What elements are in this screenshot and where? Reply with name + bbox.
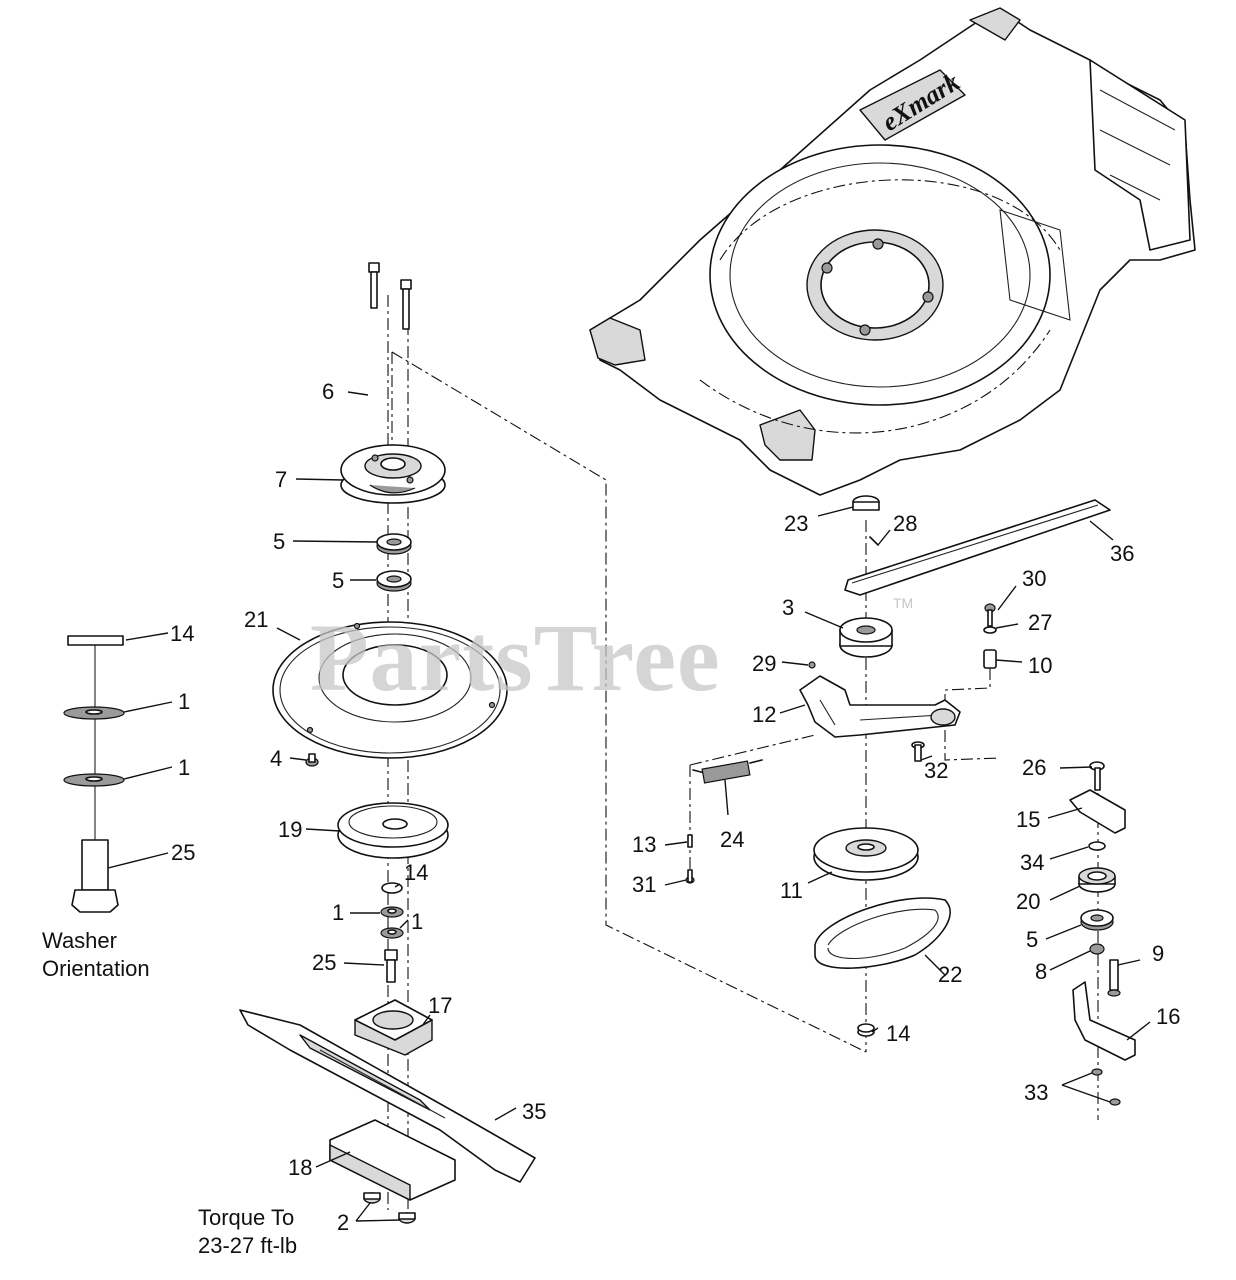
callout-21: 21: [244, 607, 268, 632]
callout-1-inset-b: 1: [178, 755, 190, 780]
bolt-25: [384, 949, 398, 983]
pin-26: [1089, 761, 1105, 791]
mower-deck: eXmark: [589, 7, 1196, 496]
callout-24: 24: [720, 827, 744, 852]
callout-4: 4: [270, 746, 282, 771]
bracket-16: [1072, 981, 1136, 1061]
callout-1b: 1: [411, 909, 423, 934]
nut-29: [808, 661, 816, 669]
callout-25-inset: 25: [171, 840, 195, 865]
callout-31: 31: [632, 872, 656, 897]
callout-14-inset: 14: [170, 621, 194, 646]
spindle-stack: [239, 262, 536, 1224]
bolt-31: [685, 869, 695, 884]
spring-24: [692, 759, 763, 784]
callout-10: 10: [1028, 653, 1052, 678]
bracket-stack: [1069, 761, 1136, 1120]
callout-3: 3: [782, 595, 794, 620]
callout-numbers: 6 7 5 5 21 4 19 14 1 1 25 17 35 18 2 14 …: [170, 379, 1180, 1235]
callout-28: 28: [893, 511, 917, 536]
washer-34: [1088, 841, 1106, 851]
callout-8: 8: [1035, 959, 1047, 984]
torque-note-line2: 23-27 ft-lb: [198, 1233, 297, 1258]
spindle-housing-7: [340, 444, 446, 504]
plate-21: [272, 621, 508, 759]
nut-33-b: [1109, 1098, 1121, 1106]
belt-36: [844, 499, 1111, 596]
idler-pulley-3: [839, 617, 893, 658]
washer-note-line2: Orientation: [42, 956, 150, 981]
watermark-tm: TM: [893, 595, 913, 611]
callout-33: 33: [1024, 1080, 1048, 1105]
callout-9: 9: [1152, 941, 1164, 966]
callout-30: 30: [1022, 566, 1046, 591]
bearing-5-bottom: [376, 570, 412, 592]
callout-16: 16: [1156, 1004, 1180, 1029]
callout-17: 17: [428, 993, 452, 1018]
housing-20: [1078, 867, 1116, 893]
notes: Washer Orientation Torque To 23-27 ft-lb: [42, 928, 297, 1258]
torque-note-line1: Torque To: [198, 1205, 294, 1230]
bracket-15: [1069, 789, 1126, 834]
watermark-text: PartsTree: [310, 604, 721, 711]
callout-36: 36: [1110, 541, 1134, 566]
nut-2: [363, 1192, 416, 1224]
idler-assembly: [685, 495, 1111, 1052]
washer-27: [983, 626, 997, 634]
callout-29: 29: [752, 651, 776, 676]
callout-18: 18: [288, 1155, 312, 1180]
callout-22: 22: [938, 962, 962, 987]
callout-23: 23: [784, 511, 808, 536]
idler-arm-12: [799, 675, 961, 738]
callout-26: 26: [1022, 755, 1046, 780]
callout-11: 11: [780, 878, 803, 903]
blade-35: [239, 1009, 536, 1183]
callout-5c: 5: [1026, 927, 1038, 952]
pin-28: [869, 536, 879, 546]
callout-1a: 1: [332, 900, 344, 925]
belt-22: [814, 897, 951, 969]
callout-34: 34: [1020, 850, 1044, 875]
bearing-5-top: [376, 533, 412, 555]
callout-35: 35: [522, 1099, 546, 1124]
leader-lines: [107, 391, 1151, 1222]
nut-33-a: [1091, 1068, 1103, 1076]
pulley-19: [337, 802, 449, 859]
bushing-8: [1089, 943, 1105, 955]
pulley-11: [813, 827, 919, 881]
screw-4: [305, 753, 319, 767]
callout-14a: 14: [404, 860, 428, 885]
callout-1-inset-a: 1: [178, 689, 190, 714]
callout-19: 19: [278, 817, 302, 842]
spacer-10: [983, 649, 997, 669]
callout-15: 15: [1016, 807, 1040, 832]
callout-6: 6: [322, 379, 334, 404]
stud-9: [1107, 959, 1121, 997]
callout-2: 2: [337, 1210, 349, 1235]
bolt-30: [984, 603, 996, 627]
stiffener-18: [329, 1119, 456, 1201]
callout-20: 20: [1016, 889, 1040, 914]
callout-32: 32: [924, 758, 948, 783]
washer-orientation-inset: [63, 635, 125, 913]
callout-12: 12: [752, 702, 776, 727]
blade-adapter-17: [354, 999, 433, 1056]
bearing-5-right: [1080, 909, 1114, 931]
callout-13: 13: [632, 832, 656, 857]
bolt-6: [368, 262, 412, 330]
callout-27: 27: [1028, 610, 1052, 635]
pin-13: [687, 834, 693, 848]
callout-14b: 14: [886, 1021, 910, 1046]
callout-7: 7: [275, 467, 287, 492]
washer-note-line1: Washer: [42, 928, 117, 953]
callout-25a: 25: [312, 950, 336, 975]
callout-5b: 5: [332, 568, 344, 593]
bolt-32: [911, 741, 925, 762]
callout-5a: 5: [273, 529, 285, 554]
